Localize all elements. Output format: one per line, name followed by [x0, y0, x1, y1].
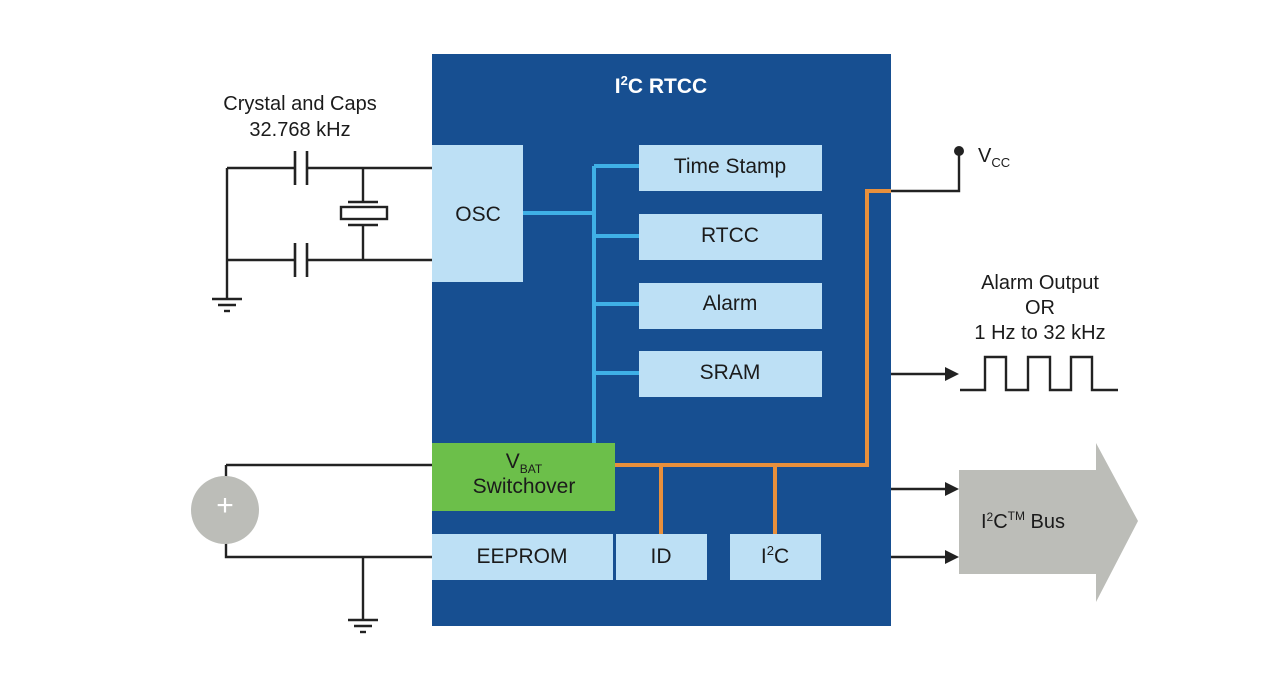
alarm-output: Alarm Output OR 1 Hz to 32 kHz	[891, 272, 1118, 392]
alarm-label: Alarm	[703, 292, 758, 315]
sram-label: SRAM	[700, 361, 761, 384]
crystal-icon	[339, 168, 389, 260]
vcc-wire	[891, 152, 961, 193]
switchover-label: Switchover	[473, 475, 576, 498]
ground-icon	[348, 618, 378, 634]
id-label: ID	[651, 545, 672, 568]
battery-icon	[191, 476, 259, 544]
capacitor-top-icon	[293, 151, 309, 185]
arrow-right-icon	[945, 482, 959, 496]
vbat-label: VBAT	[506, 450, 543, 476]
vcc-label: VCC	[978, 145, 1010, 170]
rtcc-label: RTCC	[701, 224, 759, 247]
internal-clock-bus	[523, 164, 639, 443]
vbat-switchover-block[interactable]: VBAT Switchover	[432, 443, 615, 511]
crystal-circuit: Crystal and Caps 32.768 kHz	[212, 93, 433, 313]
sram-block[interactable]: SRAM	[639, 351, 822, 397]
i2c-bus: I2CTM Bus	[891, 443, 1138, 602]
chip-title: I2C RTCC	[615, 73, 707, 98]
rtcc-block[interactable]: RTCC	[639, 214, 822, 260]
capacitor-bottom-icon	[293, 243, 309, 277]
time-stamp-block[interactable]: Time Stamp	[639, 145, 822, 191]
alarm-output-label-line2: OR	[1025, 297, 1055, 319]
arrow-right-icon	[945, 550, 959, 564]
crystal-label-line2: 32.768 kHz	[249, 119, 350, 141]
time-stamp-label: Time Stamp	[674, 155, 786, 178]
osc-label: OSC	[455, 203, 501, 226]
arrow-right-icon	[945, 367, 959, 381]
eeprom-label: EEPROM	[476, 545, 567, 568]
crystal-label-line1: Crystal and Caps	[223, 93, 376, 115]
square-wave-icon	[960, 355, 1118, 392]
osc-block[interactable]: OSC	[432, 145, 523, 282]
power-bus	[614, 189, 891, 535]
battery-negative-wire	[224, 542, 433, 559]
battery-plus-icon: +	[216, 489, 234, 522]
battery-circuit: +	[191, 463, 433, 634]
i2c-bus-arrow-shape	[959, 443, 1138, 602]
i2c-label: I2C	[761, 543, 789, 568]
id-block[interactable]: ID	[616, 534, 707, 580]
i2c-bus-label: I2CTM Bus	[981, 509, 1065, 533]
alarm-output-label-line3: 1 Hz to 32 kHz	[974, 322, 1105, 344]
ground-icon	[212, 297, 242, 313]
alarm-output-label-line1: Alarm Output	[981, 272, 1099, 294]
vcc-terminal-icon	[954, 146, 964, 156]
vcc-connection: VCC	[891, 145, 1010, 193]
i2c-block[interactable]: I2C	[730, 534, 821, 580]
alarm-block[interactable]: Alarm	[639, 283, 822, 329]
eeprom-block[interactable]: EEPROM	[432, 534, 613, 580]
